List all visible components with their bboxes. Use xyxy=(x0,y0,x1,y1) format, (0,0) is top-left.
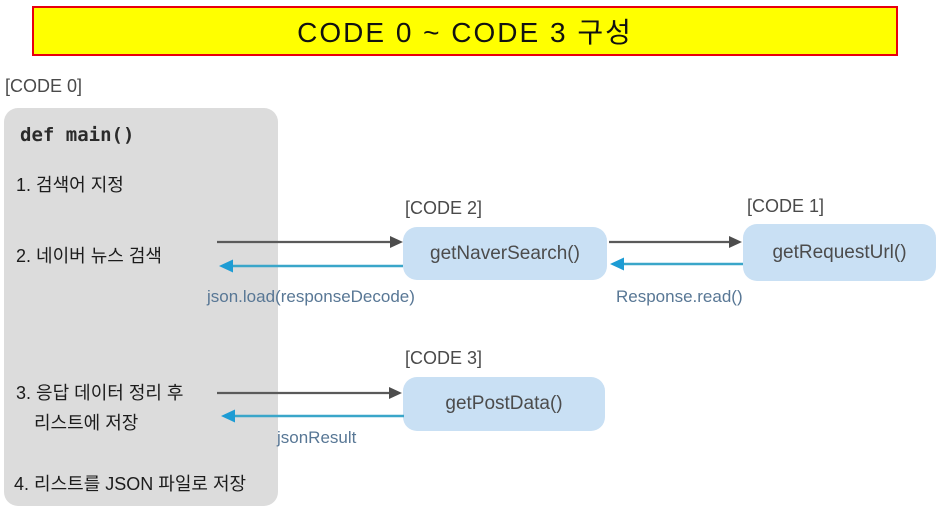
node-getrequesturl-text: getRequestUrl() xyxy=(772,241,907,263)
main-function-signature: def main() xyxy=(20,124,135,146)
edge-label-response-read: Response.read() xyxy=(616,287,743,306)
node-getpostdata-text: getPostData() xyxy=(445,393,563,414)
code2-label: [CODE 2] xyxy=(405,198,483,218)
main-step-3-line2: 리스트에 저장 xyxy=(34,413,139,433)
main-step-2: 2. 네이버 뉴스 검색 xyxy=(16,246,162,266)
main-step-3: 3. 응답 데이터 정리 후 xyxy=(16,383,184,403)
page-title: CODE 0 ~ CODE 3 구성 xyxy=(297,17,633,48)
code3-label: [CODE 3] xyxy=(405,348,483,368)
main-step-1: 1. 검색어 지정 xyxy=(16,175,124,195)
main-step-4: 4. 리스트를 JSON 파일로 저장 xyxy=(14,474,247,494)
arrow-code2-to-code1 xyxy=(609,236,742,248)
node-getnaversearch: getNaverSearch() xyxy=(403,227,607,280)
title-banner: CODE 0 ~ CODE 3 구성 xyxy=(32,6,898,56)
edge-label-json-result: jsonResult xyxy=(277,428,357,447)
arrow-code1-to-code2 xyxy=(610,257,743,271)
node-getpostdata: getPostData() xyxy=(403,377,605,431)
node-getrequesturl: getRequestUrl() xyxy=(743,224,936,281)
main-function-box: def main() 1. 검색어 지정 2. 네이버 뉴스 검색 3. 응답 … xyxy=(4,108,278,506)
node-getnaversearch-text: getNaverSearch() xyxy=(430,242,580,264)
code0-label: [CODE 0] xyxy=(5,76,83,96)
edge-label-json-load: json.load(responseDecode) xyxy=(207,287,415,306)
code1-label: [CODE 1] xyxy=(747,196,825,216)
